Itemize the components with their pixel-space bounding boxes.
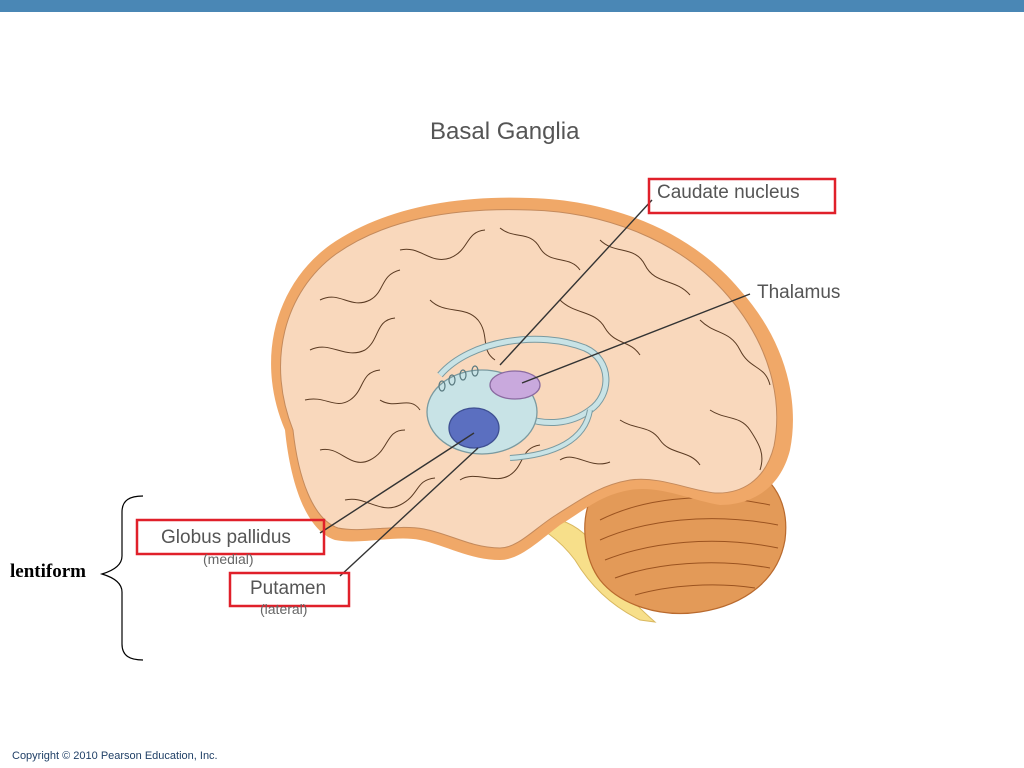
label-thalamus: Thalamus (757, 282, 841, 303)
lentiform-brace (99, 495, 144, 661)
thalamus-leader (521, 293, 751, 384)
basal-ganglia (426, 335, 610, 461)
caudate-leader (499, 199, 653, 366)
diagram-title: Basal Ganglia (430, 118, 580, 145)
putamen-leader (339, 447, 479, 577)
brain-gyri (304, 227, 771, 509)
putamen-highlight-box (228, 571, 351, 608)
top-bar (0, 0, 1024, 12)
label-putamen-lateral: (lateral) (260, 601, 308, 617)
label-globus-pallidus: Globus pallidus (161, 527, 291, 548)
highlight-boxes (135, 177, 837, 608)
copyright-footer: Copyright © 2010 Pearson Education, Inc. (12, 750, 218, 762)
globus-leader (319, 432, 475, 534)
label-globus-pallidus-medial: (medial) (203, 551, 254, 567)
label-putamen: Putamen (250, 578, 327, 599)
label-caudate-nucleus: Caudate nucleus (657, 182, 800, 203)
leader-lines (319, 199, 751, 577)
globus-highlight-box (135, 518, 326, 556)
lentiform-label: lentiform (10, 561, 86, 582)
caudate-highlight-box (647, 177, 837, 215)
caudate-dots (438, 365, 479, 392)
